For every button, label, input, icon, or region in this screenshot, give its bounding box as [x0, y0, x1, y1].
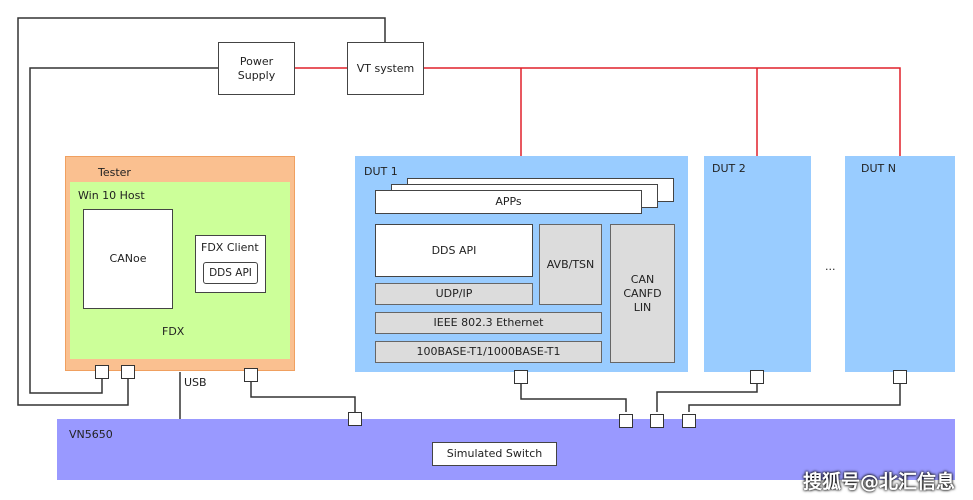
dut2-port	[750, 370, 764, 384]
tester-port-2	[121, 365, 135, 379]
wire-power-to-tester	[29, 67, 218, 394]
tester-port-1	[95, 365, 109, 379]
vn-port-dut1	[619, 414, 633, 428]
fdx-client-title: FDX Client	[201, 241, 259, 254]
wire-vt-to-tester	[17, 17, 386, 406]
fdx-label: FDX	[160, 325, 187, 338]
wire-dut1-vn	[520, 384, 627, 412]
vn5650-title: VN5650	[69, 428, 113, 441]
tester-dds-api-box: DDS API	[203, 262, 258, 284]
win10-host-title: Win 10 Host	[78, 189, 145, 202]
dut1-title: DUT 1	[364, 165, 398, 178]
watermark: 搜狐号@北汇信息	[802, 471, 955, 493]
ellipsis: ...	[825, 260, 836, 273]
dutn-title: DUT N	[861, 162, 896, 175]
vn-port-tester	[348, 412, 362, 426]
wire-dut2-vn	[656, 384, 758, 412]
simulated-switch-box: Simulated Switch	[432, 442, 557, 466]
canoe-box: CANoe	[83, 209, 173, 309]
phy-box: 100BASE-T1/1000BASE-T1	[375, 341, 602, 363]
power-supply-box: Power Supply	[218, 42, 295, 95]
dutn-port	[893, 370, 907, 384]
vn-port-dutn	[682, 414, 696, 428]
udp-ip-box: UDP/IP	[375, 283, 533, 305]
dutn-box: DUT N	[845, 156, 955, 372]
avb-tsn-box: AVB/TSN	[539, 224, 602, 305]
ethernet-box: IEEE 802.3 Ethernet	[375, 312, 602, 334]
apps-box: APPs	[375, 190, 642, 214]
wire-dutn-vn	[688, 384, 901, 412]
red-line-bus	[424, 67, 901, 156]
dut1-port	[514, 370, 528, 384]
can-box: CAN CANFD LIN	[610, 224, 675, 363]
dut2-box: DUT 2	[704, 156, 811, 372]
vn-port-dut2	[650, 414, 664, 428]
dut1-dds-api-box: DDS API	[375, 224, 533, 277]
tester-title: Tester	[98, 166, 131, 179]
usb-label: USB	[184, 376, 207, 389]
wire-tester-vn	[250, 382, 356, 412]
vt-system-box: VT system	[347, 42, 424, 95]
dut2-title: DUT 2	[712, 162, 746, 175]
tester-port-3	[244, 368, 258, 382]
